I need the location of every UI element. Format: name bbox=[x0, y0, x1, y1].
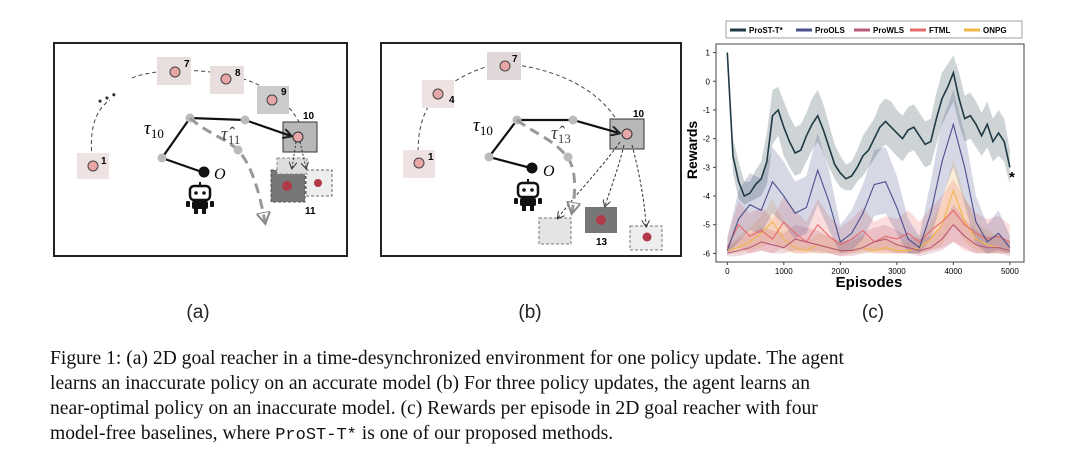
robot-icon bbox=[186, 182, 214, 214]
robot-icon bbox=[514, 179, 542, 211]
chart-xlabel: Episodes bbox=[836, 274, 903, 291]
caption-line-4-pre: model-free baselines, where bbox=[50, 423, 276, 444]
goal-drift-arrow bbox=[299, 141, 306, 168]
caption-line-1: Figure 1: (a) 2D goal reacher in a time-… bbox=[50, 348, 844, 369]
goal-node-11 bbox=[282, 181, 292, 191]
goal-node-11b bbox=[314, 179, 322, 187]
line-onpg bbox=[727, 188, 1011, 252]
x-tick-label: 2000 bbox=[831, 267, 849, 276]
drift-arrow-right bbox=[631, 144, 646, 226]
y-tick-label: -1 bbox=[703, 106, 711, 115]
panel-b-label: (b) bbox=[518, 302, 542, 323]
tau-label: τ10 bbox=[473, 115, 493, 138]
line-ftml bbox=[726, 209, 1011, 248]
band-prools bbox=[727, 89, 1010, 254]
chart-ylabel: Rewards bbox=[684, 121, 700, 180]
drift-arrow-left bbox=[558, 141, 621, 218]
legend-label: ProST-T* bbox=[749, 26, 784, 35]
goal-box-dashed-left bbox=[538, 217, 572, 245]
traj-node-1 bbox=[157, 153, 167, 163]
origin-label: O bbox=[214, 166, 226, 183]
caption-line-2: learns an inaccurate policy on an accura… bbox=[50, 373, 811, 394]
agent-position bbox=[198, 166, 210, 178]
traj-node-1 bbox=[484, 152, 494, 162]
x-tick-label: 3000 bbox=[888, 267, 906, 276]
caption-line-3: near-optimal policy on an inaccurate mod… bbox=[50, 398, 818, 419]
traj-node-3 bbox=[568, 115, 578, 125]
goal-label-10: 10 bbox=[303, 111, 315, 122]
goal-label-4: 4 bbox=[449, 95, 455, 106]
pred-node bbox=[233, 145, 243, 155]
goal-node-13 bbox=[596, 215, 606, 225]
predicted-trajectory bbox=[516, 118, 575, 212]
drift-arrow-mid bbox=[605, 144, 625, 206]
legend-label: ProWLS bbox=[873, 26, 905, 35]
legend-label: FTML bbox=[929, 26, 950, 35]
goal-node-9 bbox=[266, 94, 278, 106]
goal-label-9: 9 bbox=[281, 87, 287, 98]
goal-label-8: 8 bbox=[235, 68, 241, 79]
caption-line-4: model-free baselines, where ProST-T* is … bbox=[50, 421, 1040, 448]
legend-label: ProOLS bbox=[815, 26, 845, 35]
caption-method-name: ProST-T* bbox=[275, 426, 357, 445]
legend-box bbox=[725, 20, 1023, 39]
tau-label: τ10 bbox=[144, 118, 164, 141]
line-prowls bbox=[727, 223, 1011, 254]
y-tick-label: -6 bbox=[703, 249, 711, 258]
chart-legend: ProST-T* ProOLS ProWLS FTML ONPG bbox=[725, 20, 1023, 39]
goal-trajectory-upper bbox=[131, 69, 304, 131]
plot-frame bbox=[715, 43, 1025, 263]
y-tick-label: -4 bbox=[703, 192, 711, 201]
series-lines bbox=[726, 52, 1011, 254]
figure-caption: Figure 1: (a) 2D goal reacher in a time-… bbox=[50, 346, 1040, 448]
y-tick-label: -3 bbox=[703, 163, 711, 172]
y-tick-label: -5 bbox=[703, 221, 711, 230]
x-tick-label: 0 bbox=[725, 267, 730, 276]
goal-node-1 bbox=[413, 157, 425, 169]
goal-node-7 bbox=[169, 66, 181, 78]
x-tick-label: 1000 bbox=[775, 267, 793, 276]
legend-label: ONPG bbox=[983, 26, 1007, 35]
caption-line-4-post: is one of our proposed methods. bbox=[356, 423, 614, 444]
x-tick-label: 5000 bbox=[1001, 267, 1019, 276]
panel-a-label: (a) bbox=[186, 302, 210, 323]
agent-position bbox=[526, 162, 538, 174]
origin-label: O bbox=[543, 163, 555, 180]
end-marker: * bbox=[1009, 169, 1015, 186]
chart-axes: 0 1000 2000 3000 4000 5000 1 0 -1 -2 -3 -4 -5 -6 bbox=[703, 43, 1025, 276]
goal-trajectory bbox=[417, 63, 621, 166]
goal-label-7: 7 bbox=[184, 59, 190, 70]
line-prost-t bbox=[726, 52, 1011, 198]
goal-node-10 bbox=[621, 128, 633, 140]
x-tick-label: 4000 bbox=[944, 267, 962, 276]
panel-a-diagram: • • • 1 7 8 9 10 11 O τ10 τ̂11 bbox=[53, 42, 348, 257]
goal-node-7 bbox=[499, 60, 511, 72]
band-onpg bbox=[727, 158, 1010, 254]
band-prost-t bbox=[727, 49, 1010, 205]
goal-label-1: 1 bbox=[101, 156, 107, 167]
y-tick-label: 1 bbox=[706, 49, 711, 58]
band-prowls bbox=[727, 204, 1010, 257]
goal-node-8 bbox=[220, 73, 232, 85]
goal-node-10 bbox=[292, 131, 304, 143]
line-prools bbox=[726, 122, 1011, 251]
goal-node-1 bbox=[87, 160, 99, 172]
goal-label-10: 10 bbox=[633, 109, 645, 120]
rewards-chart: 0 1000 2000 3000 4000 5000 1 0 -1 -2 -3 -4 -5 -6 ProS… bbox=[684, 20, 1025, 291]
goal-node-13b bbox=[642, 232, 652, 242]
goal-label-1: 1 bbox=[428, 152, 434, 163]
y-tick-label: 0 bbox=[706, 77, 711, 86]
goal-label-11: 11 bbox=[305, 206, 316, 217]
goal-drift-arrow-2 bbox=[292, 141, 296, 168]
traj-node-3 bbox=[240, 115, 250, 125]
pred-node bbox=[563, 152, 573, 162]
goal-node-4 bbox=[432, 88, 444, 100]
band-ftml bbox=[727, 178, 1010, 257]
confidence-bands bbox=[727, 49, 1010, 257]
panel-c-label: (c) bbox=[861, 302, 885, 323]
goal-label-13: 13 bbox=[596, 237, 608, 248]
goal-label-7: 7 bbox=[512, 54, 518, 65]
y-tick-label: -2 bbox=[703, 135, 711, 144]
panel-b-diagram: 1 4 7 10 13 O τ10 τ̂13 bbox=[380, 42, 682, 257]
